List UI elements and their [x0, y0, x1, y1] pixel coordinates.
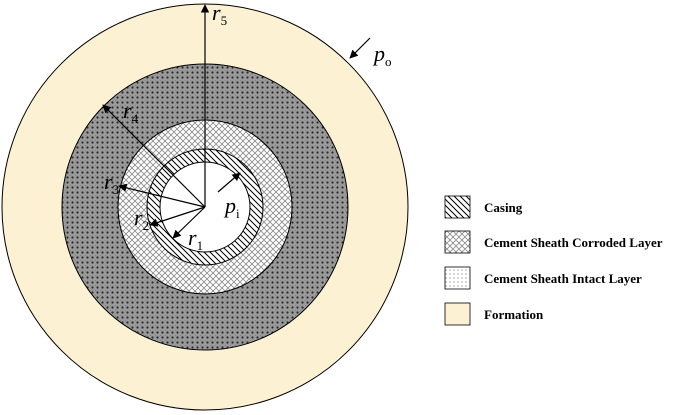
legend-swatch-intact [444, 266, 471, 290]
r2-label: r2 [134, 205, 149, 233]
legend-swatch-formation [444, 302, 471, 326]
legend: Casing Cement Sheath Corroded Layer Ceme… [444, 195, 663, 326]
r2-arrow [149, 206, 206, 227]
legend-swatch-corroded [444, 230, 471, 254]
legend-label-intact: Cement Sheath Intact Layer [484, 271, 642, 286]
po-label: po [372, 41, 392, 69]
r5-label: r5 [212, 0, 227, 28]
r4-label: r4 [123, 98, 139, 126]
r1-label: r1 [188, 225, 203, 253]
legend-label-formation: Formation [484, 307, 544, 322]
legend-swatch-casing [444, 195, 471, 219]
pi-label: pi [223, 193, 240, 221]
pi-arrow [217, 172, 241, 193]
legend-label-casing: Casing [484, 200, 523, 215]
r3-arrow [118, 183, 206, 208]
r1-arrow [172, 206, 206, 239]
po-arrow [349, 37, 371, 59]
r4-arrow [102, 104, 206, 208]
legend-label-corroded: Cement Sheath Corroded Layer [484, 235, 663, 250]
r3-label: r3 [104, 169, 119, 197]
